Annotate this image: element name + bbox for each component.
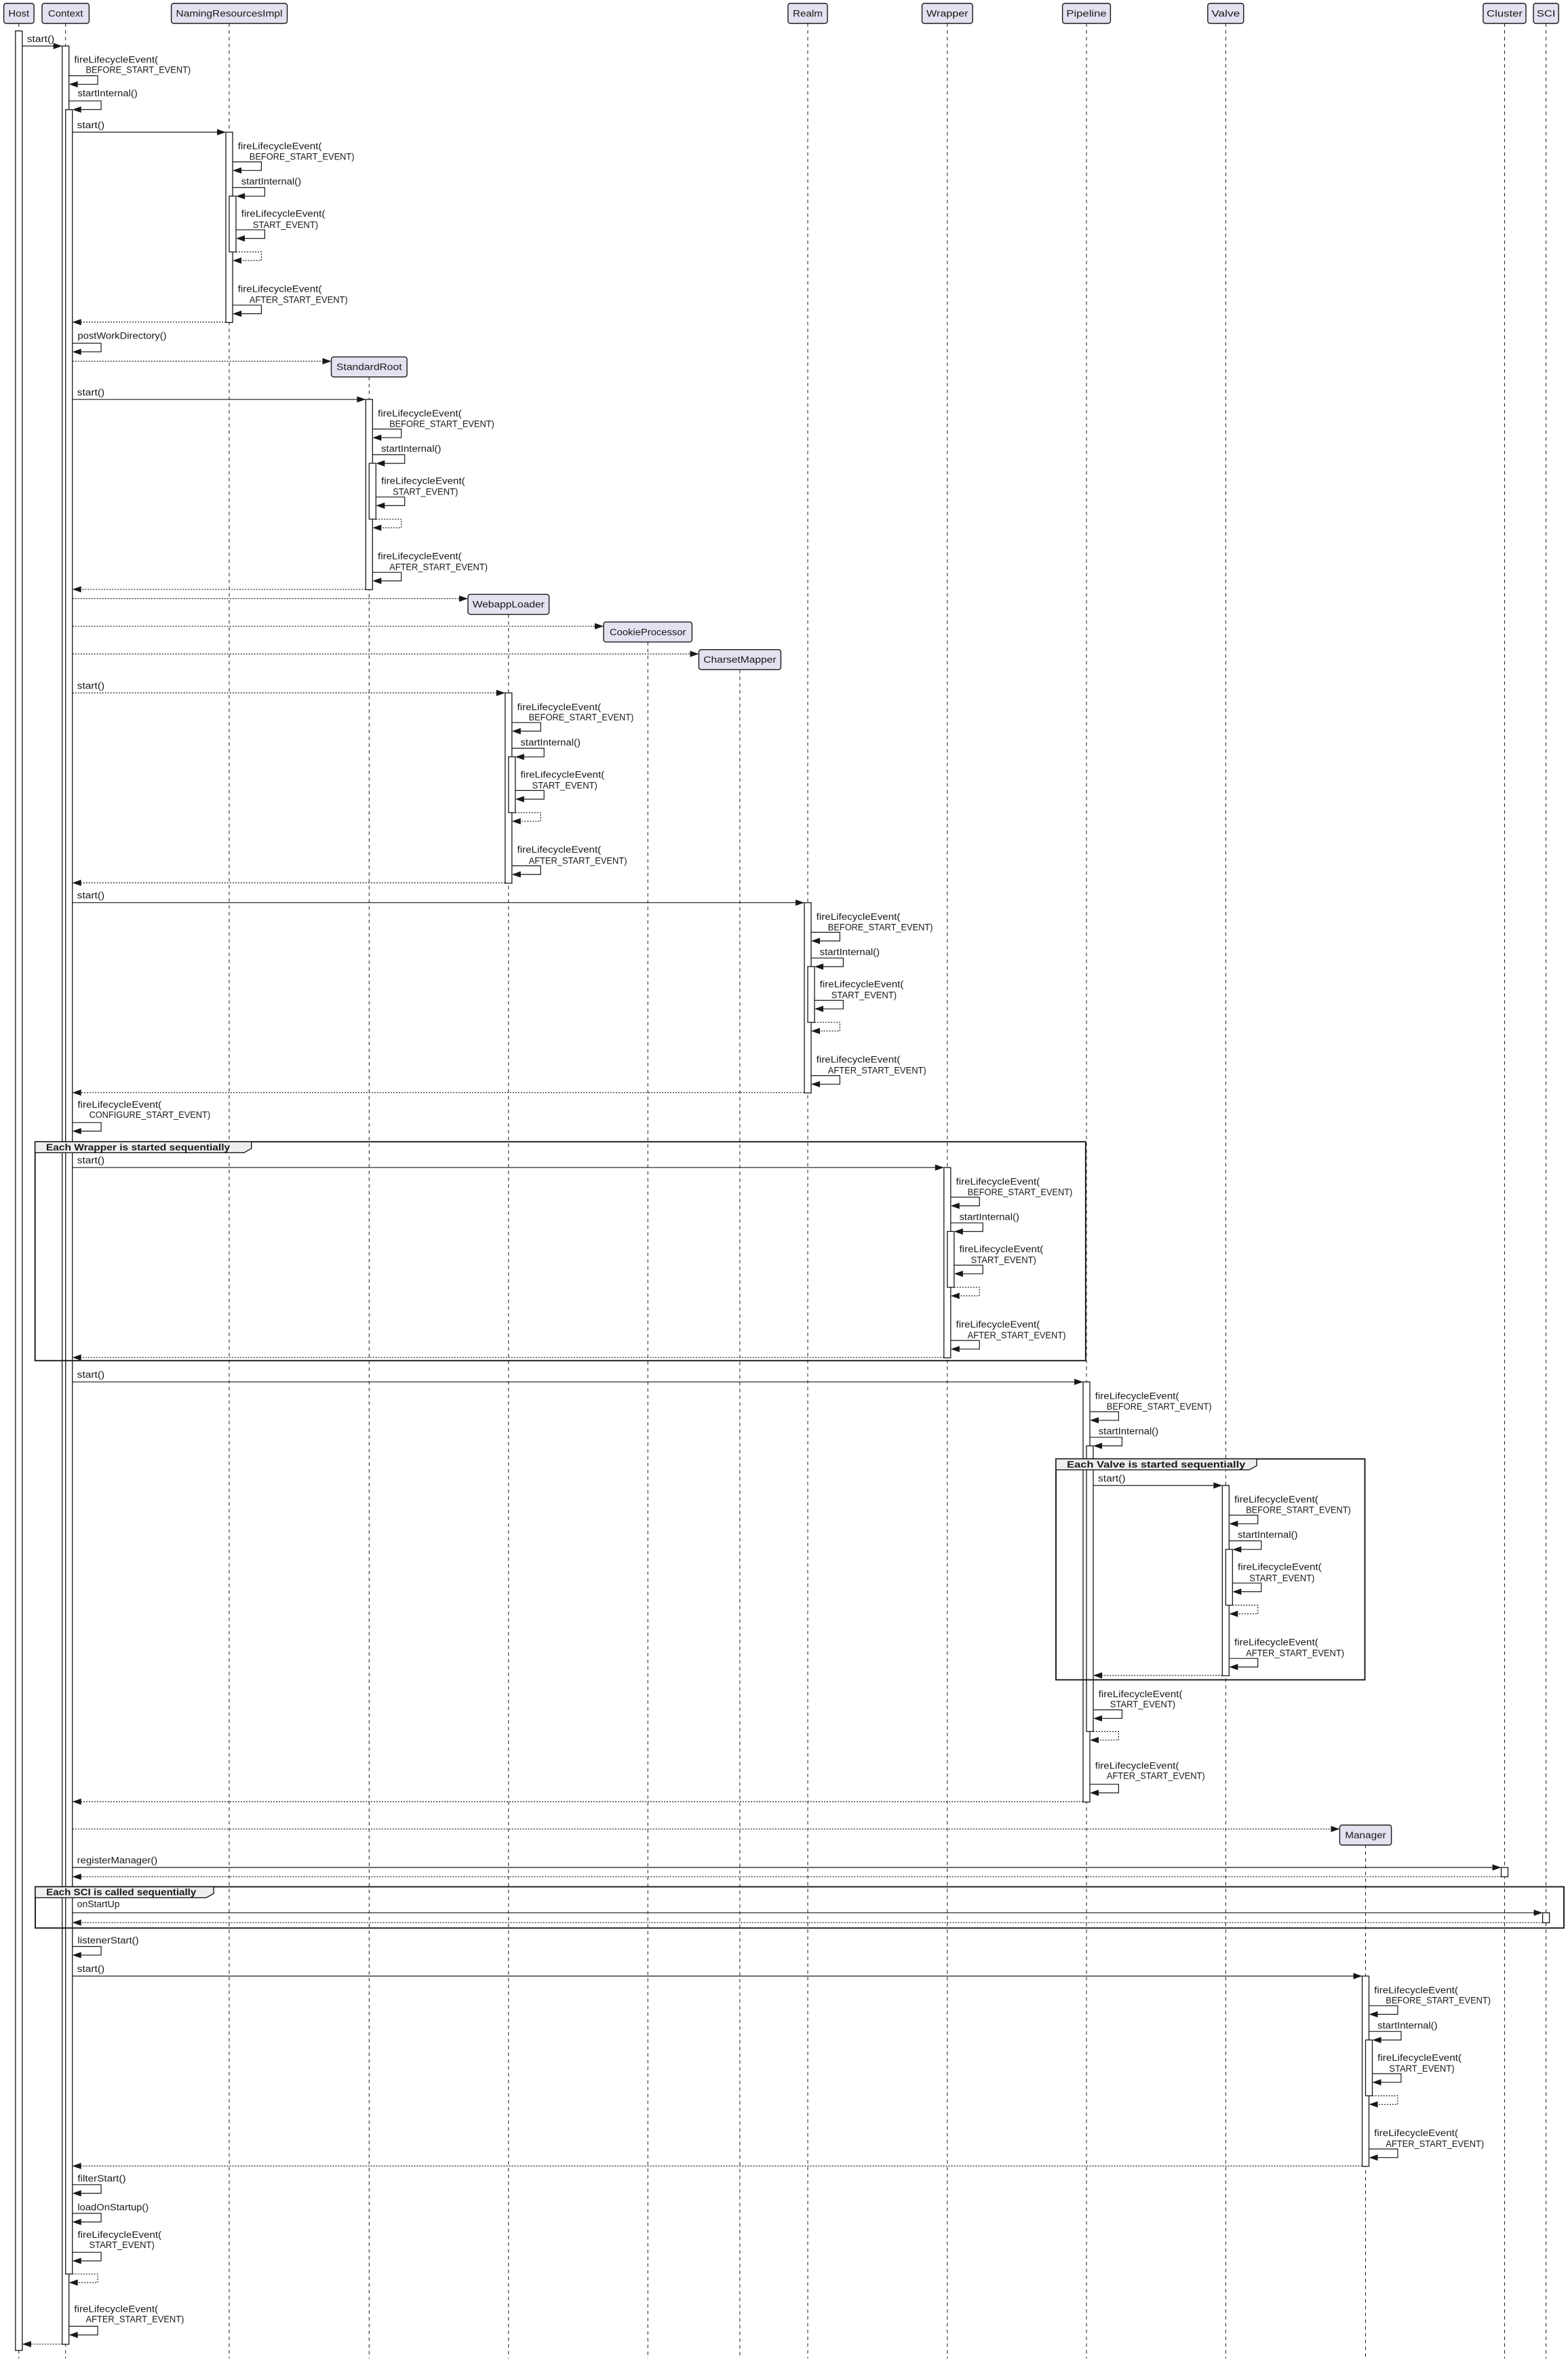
svg-text:SCI: SCI [1537, 9, 1556, 19]
svg-text:start(): start() [77, 1370, 105, 1380]
svg-text:fireLifecycleEvent(: fireLifecycleEvent( [77, 1100, 161, 1110]
svg-text:fireLifecycleEvent(: fireLifecycleEvent( [956, 1177, 1040, 1187]
svg-text:start(): start() [77, 1155, 105, 1165]
svg-text:CookieProcessor: CookieProcessor [610, 627, 686, 637]
svg-text:Realm: Realm [793, 9, 823, 19]
svg-text:WebappLoader: WebappLoader [473, 600, 545, 610]
svg-text:fireLifecycleEvent(: fireLifecycleEvent( [1377, 2053, 1462, 2063]
svg-text:AFTER_START_EVENT): AFTER_START_EVENT) [529, 855, 627, 866]
svg-text:startInternal(): startInternal() [521, 737, 581, 748]
svg-text:START_EVENT): START_EVENT) [971, 1255, 1036, 1265]
svg-text:filterStart(): filterStart() [77, 2173, 125, 2184]
svg-text:AFTER_START_EVENT): AFTER_START_EVENT) [250, 295, 348, 305]
svg-text:Cluster: Cluster [1487, 9, 1523, 19]
svg-text:fireLifecycleEvent(: fireLifecycleEvent( [521, 769, 605, 779]
svg-text:BEFORE_START_EVENT): BEFORE_START_EVENT) [968, 1187, 1073, 1197]
svg-text:BEFORE_START_EVENT): BEFORE_START_EVENT) [1246, 1505, 1351, 1515]
svg-text:fireLifecycleEvent(: fireLifecycleEvent( [517, 845, 602, 855]
svg-text:BEFORE_START_EVENT): BEFORE_START_EVENT) [1386, 1996, 1491, 2006]
svg-text:fireLifecycleEvent(: fireLifecycleEvent( [1234, 1494, 1318, 1505]
svg-text:fireLifecycleEvent(: fireLifecycleEvent( [378, 551, 462, 562]
svg-text:START_EVENT): START_EVENT) [1110, 1699, 1175, 1709]
svg-text:startInternal(): startInternal() [381, 444, 441, 454]
svg-text:fireLifecycleEvent(: fireLifecycleEvent( [238, 284, 322, 294]
svg-text:fireLifecycleEvent(: fireLifecycleEvent( [381, 476, 465, 486]
svg-text:Pipeline: Pipeline [1066, 9, 1106, 19]
svg-text:BEFORE_START_EVENT): BEFORE_START_EVENT) [1107, 1401, 1212, 1412]
svg-text:Context: Context [48, 9, 83, 19]
svg-text:fireLifecycleEvent(: fireLifecycleEvent( [817, 1054, 901, 1064]
svg-text:listenerStart(): listenerStart() [77, 1935, 138, 1945]
svg-text:START_EVENT): START_EVENT) [532, 780, 597, 790]
svg-text:fireLifecycleEvent(: fireLifecycleEvent( [820, 980, 904, 990]
svg-text:StandardRoot: StandardRoot [336, 362, 402, 372]
svg-text:fireLifecycleEvent(: fireLifecycleEvent( [378, 408, 462, 419]
svg-text:fireLifecycleEvent(: fireLifecycleEvent( [817, 912, 901, 922]
svg-text:fireLifecycleEvent(: fireLifecycleEvent( [77, 2230, 161, 2240]
svg-text:start(): start() [77, 120, 105, 130]
svg-text:startInternal(): startInternal() [960, 1212, 1019, 1222]
svg-text:fireLifecycleEvent(: fireLifecycleEvent( [517, 702, 602, 712]
svg-text:start(): start() [77, 891, 105, 901]
svg-text:BEFORE_START_EVENT): BEFORE_START_EVENT) [828, 922, 933, 932]
svg-text:fireLifecycleEvent(: fireLifecycleEvent( [74, 54, 158, 64]
svg-text:startInternal(): startInternal() [1377, 2020, 1437, 2030]
svg-text:fireLifecycleEvent(: fireLifecycleEvent( [74, 2304, 158, 2314]
svg-text:fireLifecycleEvent(: fireLifecycleEvent( [1374, 1985, 1458, 1995]
svg-text:BEFORE_START_EVENT): BEFORE_START_EVENT) [250, 152, 355, 162]
svg-text:start(): start() [77, 1964, 105, 1974]
svg-text:Each SCI is called sequentiall: Each SCI is called sequentially [46, 1887, 197, 1897]
svg-text:onStartUp: onStartUp [77, 1899, 120, 1910]
svg-text:START_EVENT): START_EVENT) [1249, 1573, 1314, 1583]
svg-text:BEFORE_START_EVENT): BEFORE_START_EVENT) [86, 65, 191, 75]
svg-text:loadOnStartup(): loadOnStartup() [77, 2202, 149, 2212]
svg-text:startInternal(): startInternal() [820, 947, 880, 957]
svg-text:fireLifecycleEvent(: fireLifecycleEvent( [1099, 1689, 1183, 1699]
svg-text:AFTER_START_EVENT): AFTER_START_EVENT) [968, 1330, 1066, 1340]
svg-text:BEFORE_START_EVENT): BEFORE_START_EVENT) [389, 419, 494, 429]
svg-text:START_EVENT): START_EVENT) [253, 220, 318, 230]
svg-text:registerManager(): registerManager() [77, 1855, 158, 1865]
svg-text:CONFIGURE_START_EVENT): CONFIGURE_START_EVENT) [90, 1110, 211, 1120]
svg-text:START_EVENT): START_EVENT) [1389, 2063, 1454, 2074]
svg-text:AFTER_START_EVENT): AFTER_START_EVENT) [828, 1066, 926, 1076]
svg-text:startInternal(): startInternal() [77, 88, 137, 98]
svg-text:Each Valve is started sequenti: Each Valve is started sequentially [1067, 1459, 1246, 1469]
svg-text:startInternal(): startInternal() [1099, 1427, 1158, 1437]
svg-text:Wrapper: Wrapper [926, 9, 968, 19]
svg-text:startInternal(): startInternal() [241, 176, 301, 187]
svg-text:fireLifecycleEvent(: fireLifecycleEvent( [238, 141, 322, 151]
svg-text:fireLifecycleEvent(: fireLifecycleEvent( [1095, 1391, 1179, 1401]
svg-text:START_EVENT): START_EVENT) [831, 990, 897, 1001]
svg-text:start(): start() [27, 34, 55, 44]
svg-text:postWorkDirectory(): postWorkDirectory() [77, 331, 166, 341]
svg-text:fireLifecycleEvent(: fireLifecycleEvent( [960, 1244, 1044, 1254]
svg-text:start(): start() [1098, 1473, 1126, 1484]
svg-text:start(): start() [77, 681, 105, 691]
svg-text:AFTER_START_EVENT): AFTER_START_EVENT) [1246, 1648, 1344, 1659]
svg-text:Host: Host [8, 9, 29, 19]
svg-text:BEFORE_START_EVENT): BEFORE_START_EVENT) [529, 712, 634, 722]
svg-text:fireLifecycleEvent(: fireLifecycleEvent( [1374, 2128, 1458, 2138]
svg-text:AFTER_START_EVENT): AFTER_START_EVENT) [1107, 1771, 1205, 1781]
svg-text:fireLifecycleEvent(: fireLifecycleEvent( [1234, 1638, 1318, 1648]
svg-text:START_EVENT): START_EVENT) [90, 2240, 155, 2250]
svg-text:Valve: Valve [1211, 9, 1240, 19]
svg-text:fireLifecycleEvent(: fireLifecycleEvent( [1095, 1760, 1179, 1770]
svg-text:startInternal(): startInternal() [1238, 1530, 1297, 1540]
svg-text:AFTER_START_EVENT): AFTER_START_EVENT) [1386, 2139, 1484, 2149]
svg-text:AFTER_START_EVENT): AFTER_START_EVENT) [389, 562, 488, 573]
svg-text:start(): start() [77, 387, 105, 398]
svg-text:START_EVENT): START_EVENT) [393, 487, 458, 497]
svg-text:CharsetMapper: CharsetMapper [703, 655, 777, 665]
svg-text:fireLifecycleEvent(: fireLifecycleEvent( [1238, 1562, 1322, 1572]
svg-text:fireLifecycleEvent(: fireLifecycleEvent( [241, 209, 326, 219]
svg-text:Each Wrapper is started sequen: Each Wrapper is started sequentially [46, 1142, 231, 1152]
svg-text:AFTER_START_EVENT): AFTER_START_EVENT) [86, 2314, 184, 2325]
svg-text:Manager: Manager [1345, 1830, 1386, 1840]
svg-text:fireLifecycleEvent(: fireLifecycleEvent( [956, 1319, 1040, 1330]
svg-text:NamingResourcesImpl: NamingResourcesImpl [176, 9, 283, 19]
